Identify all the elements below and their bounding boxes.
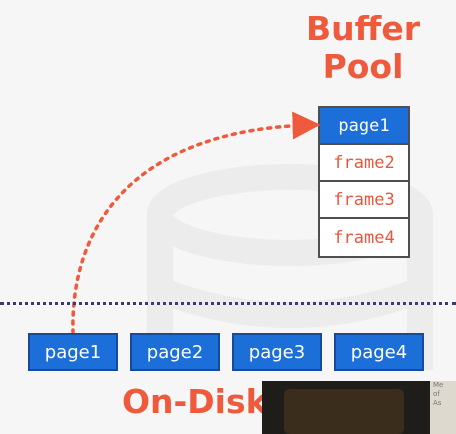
frame-slot: page1: [320, 108, 408, 145]
memory-disk-divider: [0, 302, 456, 305]
disk-page: page4: [334, 333, 424, 371]
disk-page: page1: [28, 333, 118, 371]
buffer-pool-title-line1: Buffer: [305, 9, 421, 48]
on-disk-title: On-Disk: [122, 382, 268, 421]
load-arrow-path: [71, 111, 321, 335]
buffer-pool-frames: page1 frame2 frame3 frame4: [318, 106, 410, 258]
frame-slot: frame2: [320, 145, 408, 182]
buffer-pool-title-line2: Pool: [322, 47, 404, 86]
disk-page: page3: [232, 333, 322, 371]
frame-slot: frame4: [333, 227, 395, 248]
frame-slot: frame3: [320, 182, 408, 219]
disk-page: page2: [130, 333, 220, 371]
disk-pages: page1 page2 page3 page4: [28, 333, 424, 371]
speaker-video-figure: [284, 389, 404, 434]
buffer-pool-title: Buffer Pool: [300, 10, 426, 86]
